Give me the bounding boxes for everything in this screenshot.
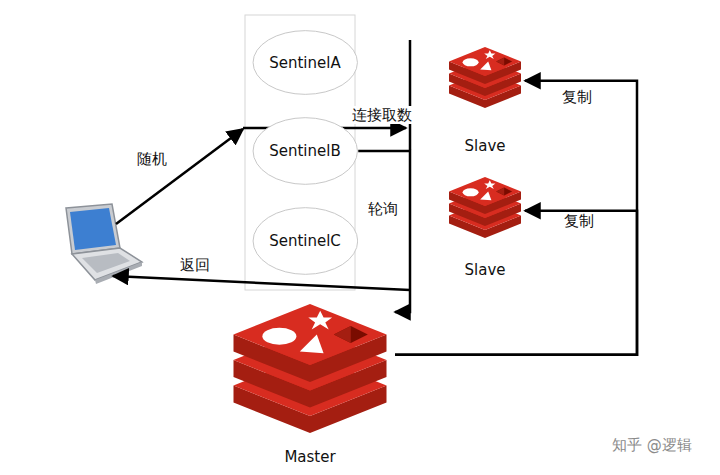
flow-label: 随机 [135, 150, 169, 168]
redis-node: Slave [445, 45, 525, 155]
redis-node: Master [225, 300, 395, 466]
redis-icon [449, 177, 521, 238]
edge-label: 复制 [560, 88, 594, 106]
ellipse-shape [253, 31, 357, 95]
server-role: Master [225, 448, 395, 466]
edge-label: 轮询 [366, 200, 400, 218]
sentinel-ellipse: SentinelA [252, 30, 359, 95]
sentinel-name: SentinelC [269, 232, 341, 250]
sentinel-name: SentinelB [269, 142, 341, 160]
ellipse-shape [253, 118, 357, 185]
connector-arrow [395, 211, 637, 355]
redis-node: Slave [445, 175, 525, 279]
edge-label: 复制 [562, 212, 596, 230]
connector-arrow [358, 151, 410, 312]
watermark: 知乎 @逻辑 [610, 436, 694, 454]
redis-icon [234, 304, 387, 433]
flow-label: 返回 [178, 256, 212, 274]
sentinel-ellipse: SentinelB [252, 117, 359, 185]
server-role: Slave [445, 137, 525, 155]
sentinel-ellipse: SentinelC [252, 207, 359, 275]
server-role: Slave [445, 261, 525, 279]
flow-label: 连接取数 [350, 106, 414, 124]
laptop-icon [66, 204, 142, 284]
sentinel-name: SentinelA [269, 54, 340, 72]
ellipse-shape [253, 208, 358, 275]
redis-icon [449, 47, 521, 108]
connector-arrow [395, 81, 637, 355]
